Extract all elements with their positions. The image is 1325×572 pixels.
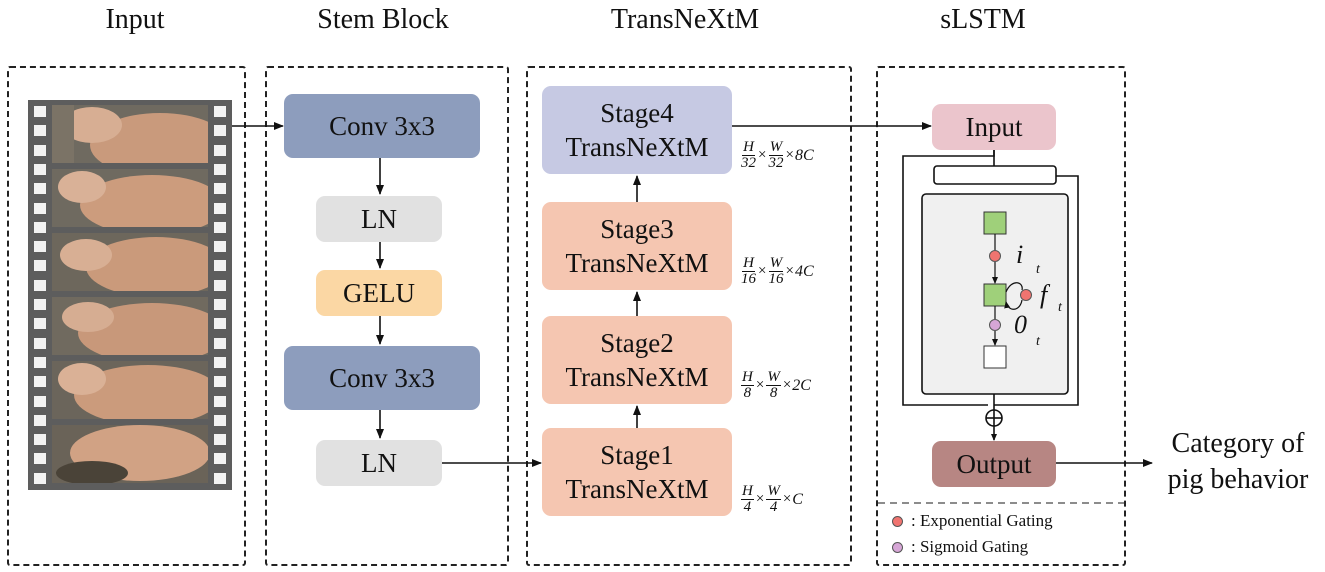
- legend-sigmoid-label: : Sigmoid Gating: [911, 537, 1029, 556]
- film-sprocket-hole: [214, 241, 226, 253]
- film-sprocket-hole: [34, 414, 46, 426]
- film-sprocket-hole: [214, 279, 226, 291]
- category-output-label: Category of pig behavior: [1158, 426, 1318, 498]
- film-sprocket-hole: [34, 337, 46, 349]
- film-sprocket-hole: [214, 221, 226, 233]
- video-frame: [52, 297, 208, 355]
- film-sprocket-hole: [34, 472, 46, 484]
- film-sprocket-hole: [34, 202, 46, 214]
- stem-conv-1: Conv 3x3: [284, 94, 480, 158]
- film-sprocket-hole: [34, 453, 46, 465]
- stage3-block: Stage3 TransNeXtM: [542, 202, 732, 290]
- stage2-block: Stage2 TransNeXtM: [542, 316, 732, 404]
- film-sprocket-hole: [214, 318, 226, 330]
- stage4-block: Stage4 TransNeXtM: [542, 86, 732, 174]
- film-sprocket-hole: [34, 125, 46, 137]
- film-sprocket-hole: [214, 299, 226, 310]
- film-sprocket-hole: [214, 106, 226, 117]
- film-sprocket-hole: [214, 472, 226, 484]
- film-sprocket-hole: [214, 414, 226, 426]
- film-sprocket-hole: [34, 299, 46, 310]
- stem-gelu: GELU: [316, 270, 442, 316]
- stem-block-panel: [265, 66, 509, 566]
- input-panel: [7, 66, 246, 566]
- gate-i-label: i: [1016, 240, 1024, 269]
- film-sprocket-hole: [34, 318, 46, 330]
- film-sprocket-hole: [34, 434, 46, 446]
- exponential-gating-dot-icon: [892, 515, 903, 527]
- stem-conv-2: Conv 3x3: [284, 346, 480, 410]
- slstm-input-block: Input: [932, 104, 1056, 150]
- film-sprocket-hole: [214, 163, 226, 175]
- stage3-sublabel: TransNeXtM: [565, 248, 709, 278]
- stem-ln-2: LN: [316, 440, 442, 486]
- film-sprocket-hole: [214, 260, 226, 272]
- film-sprocket-hole: [214, 356, 226, 368]
- film-sprocket-hole: [34, 356, 46, 368]
- film-sprocket-hole: [214, 337, 226, 349]
- film-sprocket-hole: [34, 279, 46, 291]
- gate-f-label: f: [1040, 280, 1048, 309]
- gate-f-subscript: t: [1058, 300, 1062, 315]
- film-sprocket-hole: [34, 183, 46, 195]
- gate-o-label: 0: [1014, 310, 1027, 339]
- stage2-label: Stage2: [600, 328, 674, 358]
- category-line-2: pig behavior: [1167, 464, 1309, 495]
- legend-sigmoid-gating: : Sigmoid Gating: [892, 537, 1028, 557]
- video-frame: [52, 425, 208, 483]
- gate-o-subscript: t: [1036, 334, 1040, 349]
- stage1-block: Stage1 TransNeXtM: [542, 428, 732, 516]
- stage3-label: Stage3: [600, 214, 674, 244]
- film-sprocket-hole: [34, 376, 46, 388]
- stage2-sublabel: TransNeXtM: [565, 362, 709, 392]
- video-frame: [52, 105, 208, 163]
- film-sprocket-hole: [214, 202, 226, 214]
- category-line-1: Category of: [1171, 428, 1305, 459]
- film-sprocket-hole: [214, 434, 226, 446]
- slstm-cell: [983, 211, 1032, 369]
- video-filmstrip: [28, 100, 232, 490]
- film-sprocket-hole: [34, 106, 46, 117]
- slstm-panel: [876, 66, 1126, 566]
- film-sprocket-hole: [34, 163, 46, 175]
- film-sprocket-hole: [34, 260, 46, 272]
- input-header: Input: [105, 4, 165, 35]
- slstm-header: sLSTM: [940, 4, 1026, 35]
- stage1-sublabel: TransNeXtM: [565, 474, 709, 504]
- film-sprocket-hole: [214, 453, 226, 465]
- stage4-sublabel: TransNeXtM: [565, 132, 709, 162]
- film-sprocket-hole: [214, 125, 226, 137]
- film-sprocket-hole: [34, 221, 46, 233]
- legend-exponential-gating: : Exponential Gating: [892, 511, 1053, 531]
- film-sprocket-hole: [214, 395, 226, 407]
- film-sprocket-hole: [34, 241, 46, 253]
- video-frame: [52, 233, 208, 291]
- transnextm-panel: [526, 66, 852, 566]
- legend-exponential-label: : Exponential Gating: [911, 511, 1053, 530]
- film-sprocket-hole: [214, 376, 226, 388]
- film-sprocket-hole: [34, 395, 46, 407]
- film-sprocket-hole: [214, 183, 226, 195]
- film-sprocket-hole: [214, 144, 226, 156]
- stem-block-header: Stem Block: [317, 4, 449, 35]
- video-frame: [52, 169, 208, 227]
- transnextm-header: TransNeXtM: [610, 4, 760, 35]
- video-frame: [52, 361, 208, 419]
- film-sprocket-hole: [34, 144, 46, 156]
- gate-i-subscript: t: [1036, 262, 1040, 277]
- slstm-output-block: Output: [932, 441, 1056, 487]
- stem-ln-1: LN: [316, 196, 442, 242]
- sigmoid-gating-dot-icon: [892, 541, 903, 553]
- stage1-label: Stage1: [600, 440, 674, 470]
- stage4-label: Stage4: [600, 98, 674, 128]
